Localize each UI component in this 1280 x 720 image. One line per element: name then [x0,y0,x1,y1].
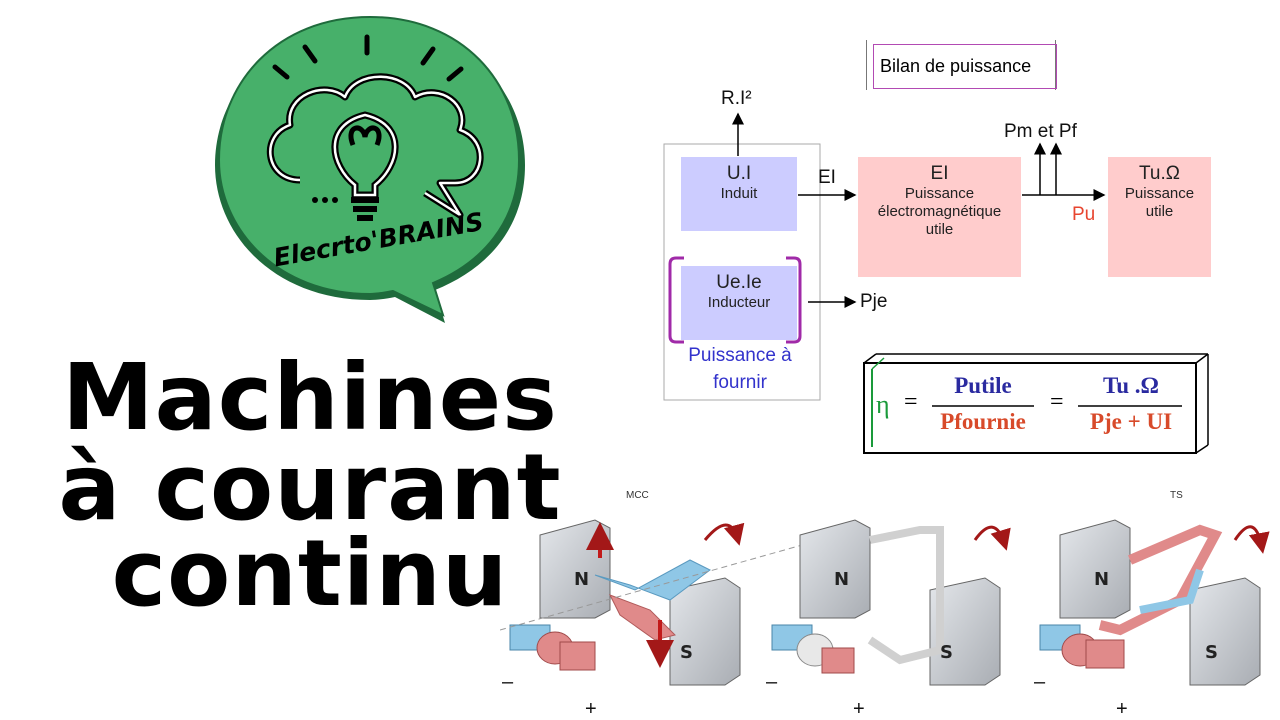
bilan-title-frame: Bilan de puissance [866,40,1057,90]
machine-mcc [500,519,821,686]
denominator-pje-ui: Pje + UI [1089,409,1173,434]
pole-s-1: S [680,642,693,663]
power-to-supply-line-1: Puissance à [688,345,792,366]
machine-middle [771,519,1011,686]
pole-s-2: S [940,642,953,663]
inducteur-label: Inducteur [707,294,771,311]
minus-3: – [1034,671,1046,693]
pole-n-2: N [834,569,849,590]
equals-sign-1: = [904,389,918,415]
eta-symbol: η [876,390,890,419]
lightbulb-icon [312,111,399,221]
pu-label: Pu [1072,204,1096,225]
numerator-putile: Putile [954,373,1012,398]
useful-power: Tu.Ω [1139,163,1180,184]
bilan-title: Bilan de puissance [873,44,1057,89]
useful-power-box: Tu.Ω Puissance utile [1108,157,1211,277]
plus-2: + [853,698,865,720]
machine-ts [1039,519,1270,686]
useful-label-2: utile [1145,203,1174,220]
speech-bubble [217,15,521,317]
inducteur-power: Ue.Ie [716,272,762,293]
induit-box: U.I Induit [681,157,797,231]
dc-machine-illustrations: N S – + N S – + N S – + [500,519,1270,720]
equals-sign-2: = [1050,389,1064,415]
em-label-2: électromagnétique [877,203,1002,220]
efficiency-formula: η = = Putile Pfournie Tu .Ω Pje + UI [862,353,1210,457]
title-line-1: Machines [62,344,558,451]
ts-label: TS [1170,490,1183,501]
pole-n-1: N [574,569,589,590]
minus-2: – [766,671,778,693]
em-power-box: EI Puissance électromagnétique utile [858,157,1021,277]
formula-frame [863,353,1209,454]
joule-loss-label: R.I² [721,88,752,109]
power-flow-arrows [663,112,1106,401]
denominator-pfournie: Pfournie [940,409,1026,434]
title-line-3: continu [111,520,509,627]
inducteur-box: Ue.Ie Inducteur [681,266,797,340]
em-power: EI [930,163,949,184]
electro-brains-logo: Elecrto'BRAINS [215,15,525,323]
mcc-label: MCC [626,490,649,501]
power-to-supply-line-2: fournir [713,372,767,393]
em-label-1: Puissance [904,185,975,202]
em-label-3: utile [925,221,954,238]
light-rays-icon [272,34,464,82]
induit-label: Induit [720,185,758,202]
pm-pf-label: Pm et Pf [1004,121,1077,142]
minus-1: – [502,671,514,693]
induit-power: U.I [726,163,752,184]
numerator-tu-omega: Tu .Ω [1103,373,1159,398]
pole-n-3: N [1094,569,1109,590]
ei-arrow-label: EI [818,167,836,188]
pole-s-3: S [1205,642,1218,663]
title-line-2: à courant [58,434,562,541]
plus-1: + [585,698,597,720]
useful-label-1: Puissance [1124,185,1195,202]
plus-3: + [1116,698,1128,720]
pje-label: Pje [860,291,888,312]
